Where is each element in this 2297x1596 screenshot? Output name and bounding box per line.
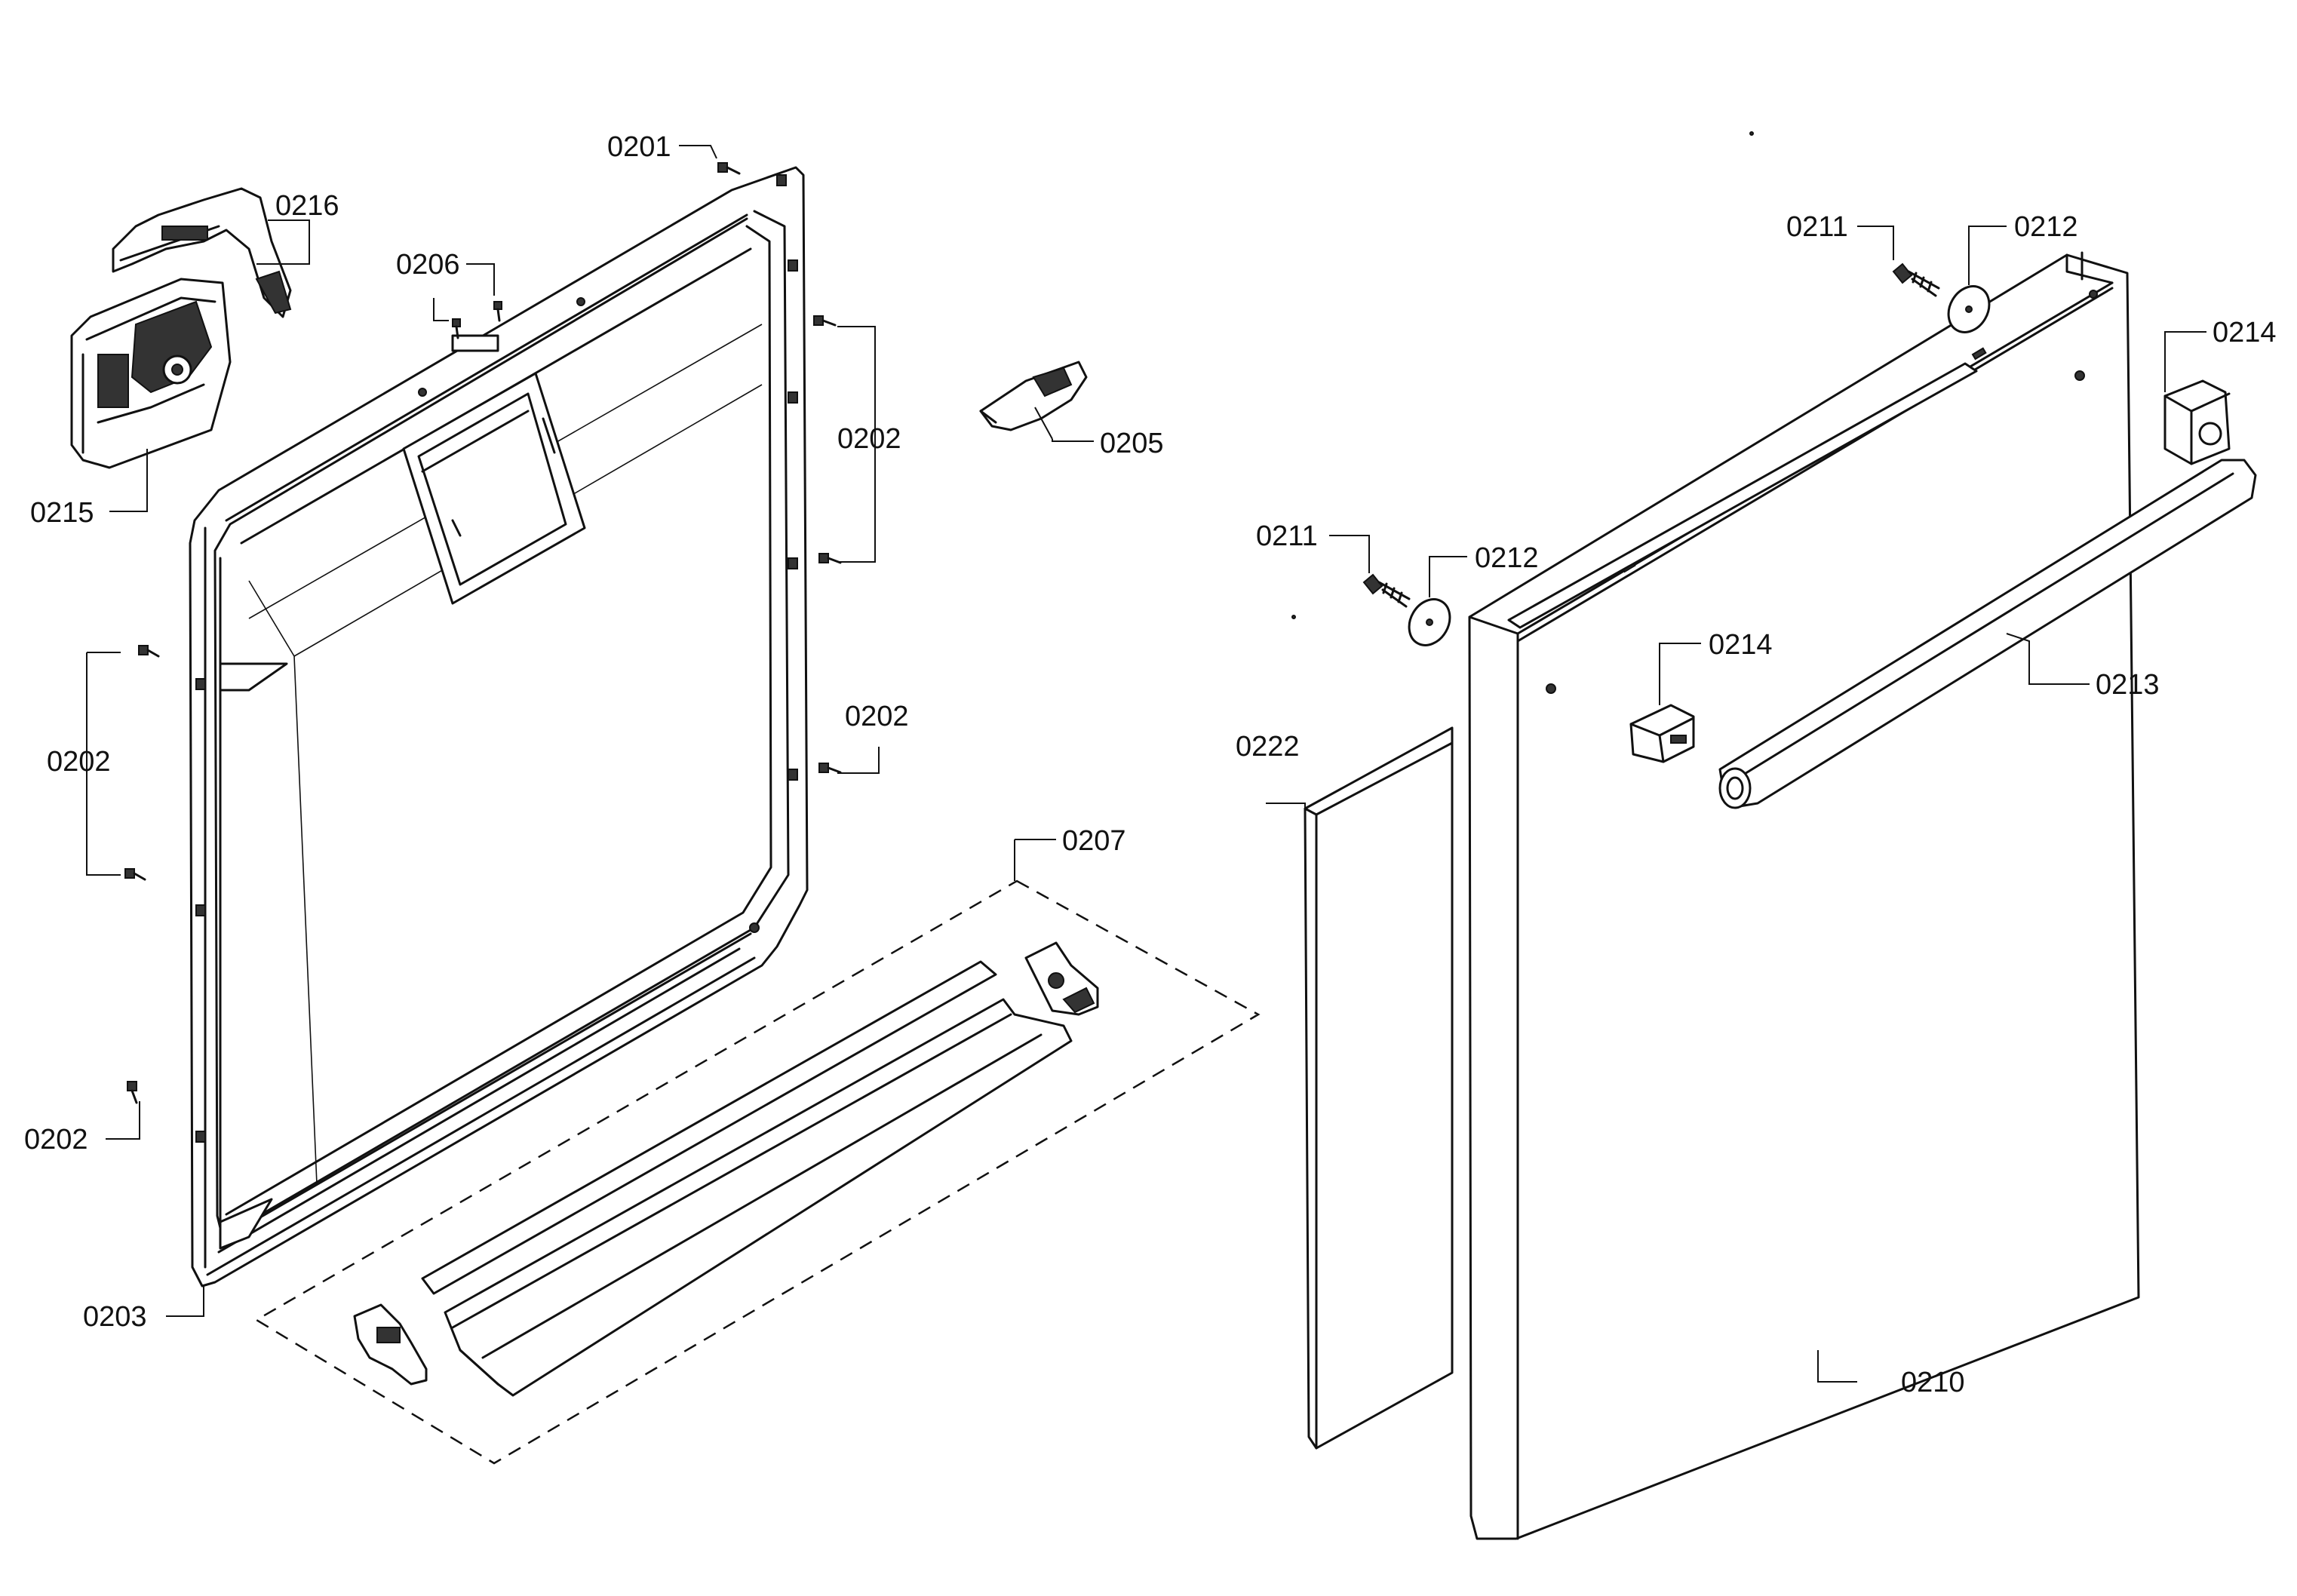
label-0212-upper: 0212 [2014, 211, 2078, 243]
label-0216: 0216 [275, 190, 339, 222]
label-0211-upper: 0211 [1786, 211, 1848, 243]
label-0210: 0210 [1901, 1367, 1965, 1398]
part-0213-handle [1718, 459, 2257, 809]
label-0202-bottom: 0202 [24, 1124, 88, 1156]
label-0202-left: 0202 [47, 746, 111, 778]
part-0214-cap-upper [2163, 379, 2231, 465]
dispenser-assembly [70, 278, 232, 469]
part-0211-screw-lower [1362, 573, 1411, 608]
label-0206: 0206 [396, 249, 460, 281]
dispenser-bracket [112, 187, 292, 318]
part-0214-cap-lower [1629, 704, 1695, 763]
label-0201: 0201 [607, 131, 671, 163]
label-0205: 0205 [1100, 428, 1164, 459]
part-0222-panel [1304, 726, 1454, 1450]
label-0202-right-upper: 0202 [837, 423, 901, 455]
label-0215: 0215 [30, 497, 94, 529]
leader-lines [86, 145, 2206, 1383]
label-0211-lower: 0211 [1256, 520, 1318, 552]
label-0202-right-lower: 0202 [845, 701, 909, 732]
screws-left [124, 162, 842, 1104]
label-0212-lower: 0212 [1475, 542, 1539, 574]
label-0203: 0203 [83, 1301, 147, 1333]
label-0213: 0213 [2096, 669, 2160, 701]
part-0207-kit [254, 879, 1261, 1465]
part-0205-clip [979, 361, 1088, 431]
outer-door-panel [1468, 251, 2140, 1540]
inner-door-frame [189, 166, 809, 1288]
label-0214-lower: 0214 [1709, 629, 1773, 661]
callout-labels: 0201 0216 0206 0215 0202 0205 0202 0202 … [24, 131, 2277, 1398]
part-0211-screw-upper [1892, 262, 1940, 297]
label-0207: 0207 [1062, 825, 1126, 857]
label-0214-upper: 0214 [2213, 317, 2277, 348]
label-0222: 0222 [1236, 731, 1300, 763]
